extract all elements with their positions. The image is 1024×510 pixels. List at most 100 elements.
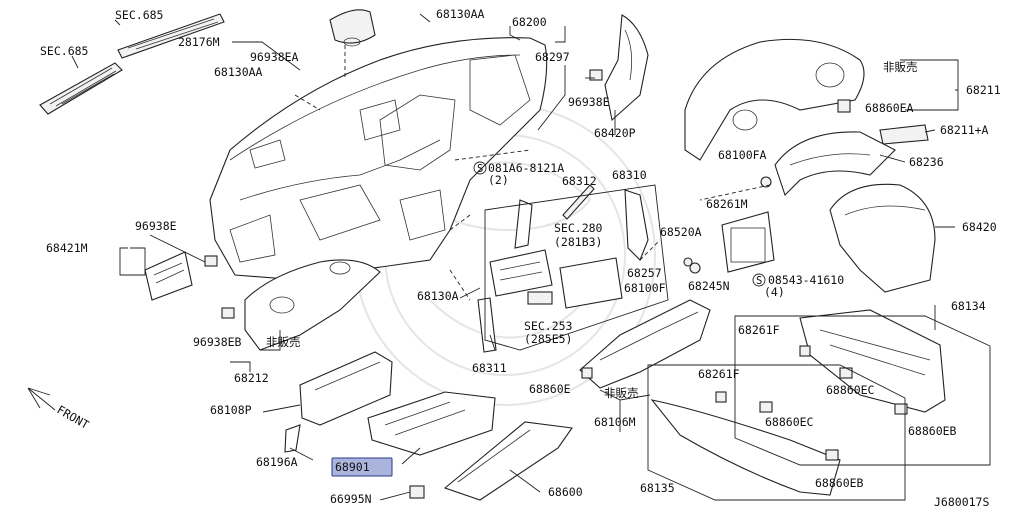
- label-96938e-left: 96938E: [135, 219, 177, 233]
- label-68130aa-top: 68130AA: [436, 7, 485, 21]
- label-96938eb: 96938EB: [193, 335, 242, 349]
- label-not-for-sale-top: 非販売: [883, 60, 918, 74]
- label-68312: 68312: [562, 174, 597, 188]
- label-68130a: 68130A: [417, 289, 459, 303]
- bracket-68196a[interactable]: [284, 424, 301, 453]
- label-68100f: 68100F: [624, 281, 666, 295]
- label-68108p: 68108P: [210, 403, 252, 417]
- clip-68860e[interactable]: [581, 367, 593, 379]
- label-68245n: 68245N: [688, 279, 730, 293]
- group-box-68135: [647, 364, 906, 501]
- instrument-panel-assembly[interactable]: [209, 37, 548, 281]
- speaker-grille[interactable]: [329, 9, 376, 47]
- console-lid[interactable]: [829, 183, 936, 293]
- cluster-finisher[interactable]: [774, 131, 896, 197]
- console-finisher-68106m[interactable]: [579, 299, 711, 389]
- lower-panel-68212[interactable]: [244, 259, 381, 351]
- svg-text:S: S: [756, 275, 762, 287]
- label-08543-qty: (4): [764, 285, 785, 299]
- group-box-68134: [734, 315, 991, 466]
- label-66995n: 66995N: [330, 492, 372, 506]
- clip-96938e-left[interactable]: [204, 255, 218, 267]
- label-68135: 68135: [640, 481, 675, 495]
- label-68130aa-left: 68130AA: [214, 65, 263, 79]
- labels: SEC.685 SEC.685 28176M 68130AA 96938EA 6…: [40, 7, 1001, 509]
- label-68421m: 68421M: [46, 241, 88, 255]
- console-side-68135[interactable]: [650, 399, 841, 496]
- glove-box-lid-68600[interactable]: [443, 421, 573, 501]
- label-68420: 68420: [962, 220, 997, 234]
- cluster-lid[interactable]: [684, 38, 865, 161]
- label-68261m: 68261M: [706, 197, 748, 211]
- label-68311: 68311: [472, 361, 507, 375]
- label-68261f-a: 68261F: [738, 323, 780, 337]
- side-vent-68421m[interactable]: [144, 251, 193, 301]
- front-direction-arrow: [27, 387, 56, 411]
- group-box-audio: [484, 184, 669, 351]
- clip-96938e-top[interactable]: [589, 69, 603, 81]
- label-68200: 68200: [512, 15, 547, 29]
- label-sec253: SEC.253: [524, 319, 573, 333]
- label-96938e-top: 96938E: [568, 95, 610, 109]
- label-68134: 68134: [951, 299, 986, 313]
- dashed-leader-lines: [294, 45, 771, 301]
- diagram-id: J680017S: [934, 495, 989, 509]
- label-68860eb-b: 68860EB: [815, 476, 864, 490]
- label-68860eb-a: 68860EB: [908, 424, 957, 438]
- label-68420p: 68420P: [594, 126, 636, 140]
- label-081a6: 081A6-8121A: [488, 161, 564, 175]
- clip-68860ea[interactable]: [837, 99, 851, 113]
- lid-bracket-68211a[interactable]: [879, 124, 929, 145]
- glove-box-frame-68108p[interactable]: [299, 351, 393, 426]
- label-08543: 08543-41610: [768, 273, 844, 287]
- leader-lines: [71, 13, 959, 501]
- screw-68100fa[interactable]: [760, 176, 772, 188]
- center-panel-68257[interactable]: [559, 257, 623, 309]
- label-68212: 68212: [234, 371, 269, 385]
- label-sec280: SEC.280: [554, 221, 603, 235]
- cluster-lid-bezel[interactable]: [604, 14, 649, 122]
- label-68236: 68236: [909, 155, 944, 169]
- clip-96938eb[interactable]: [221, 307, 235, 319]
- label-sec685-b: SEC.685: [40, 44, 88, 58]
- defroster-grille-left[interactable]: [39, 62, 123, 115]
- label-68860ea: 68860EA: [865, 101, 914, 115]
- highlight-68901: [331, 457, 393, 477]
- label-68196a: 68196A: [256, 455, 298, 469]
- label-68520a: 68520A: [660, 225, 702, 239]
- clip-68860ec-b[interactable]: [759, 401, 773, 413]
- label-68600: 68600: [548, 485, 583, 499]
- label-68860e: 68860E: [529, 382, 571, 396]
- display-unit[interactable]: [721, 211, 775, 273]
- label-not-for-sale-center: 非販売: [604, 386, 639, 400]
- screw-68520a[interactable]: [683, 257, 693, 267]
- clip-66995n[interactable]: [409, 485, 425, 499]
- glove-box-inner-68901[interactable]: [367, 391, 496, 456]
- label-28176m: 28176M: [178, 35, 220, 49]
- trim-strip-68312[interactable]: [562, 184, 595, 220]
- label-sec280-sub: (281B3): [554, 235, 602, 249]
- bracket-sec253[interactable]: [527, 291, 553, 305]
- label-96938ea: 96938EA: [250, 50, 299, 64]
- bracket-sec280[interactable]: [514, 199, 533, 249]
- clip-68860eb-a[interactable]: [894, 403, 908, 415]
- defroster-grille-right[interactable]: [117, 13, 225, 59]
- label-68211a: 68211+A: [940, 123, 989, 137]
- label-68901: 68901: [335, 460, 370, 474]
- svg-text:S: S: [477, 163, 483, 175]
- label-68860ec-a: 68860EC: [826, 383, 875, 397]
- clip-68261f-a[interactable]: [799, 345, 811, 357]
- label-68297: 68297: [535, 50, 570, 64]
- audio-unit[interactable]: [489, 249, 553, 297]
- screw-68245n[interactable]: [689, 262, 701, 274]
- finisher-68310[interactable]: [624, 189, 649, 261]
- label-front: FRONT: [55, 402, 92, 431]
- label-not-for-sale-left: 非販売: [266, 335, 301, 349]
- label-68261f-b: 68261F: [698, 367, 740, 381]
- label-68100fa: 68100FA: [718, 148, 767, 162]
- clip-68261f-b[interactable]: [715, 391, 727, 403]
- label-sec685-a: SEC.685: [115, 8, 163, 22]
- clip-68860ec-a[interactable]: [839, 367, 853, 379]
- clip-68860eb-b[interactable]: [825, 449, 839, 461]
